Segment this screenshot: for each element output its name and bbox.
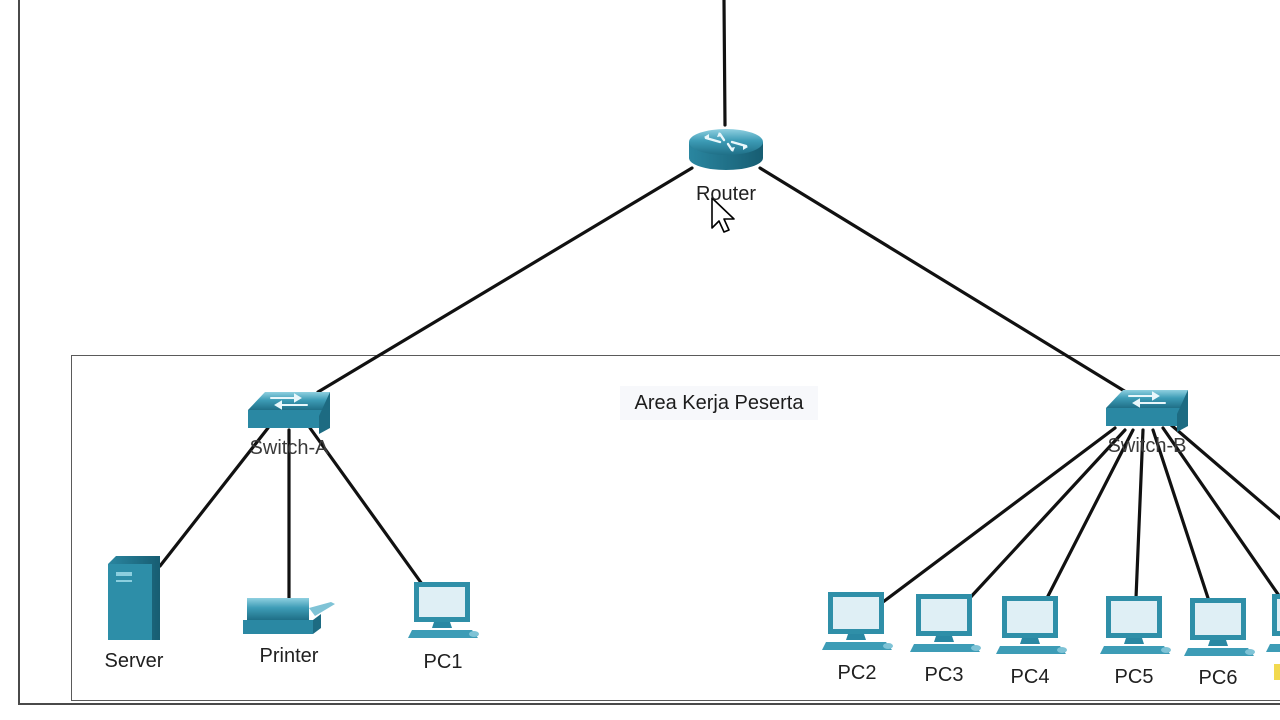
server-label: Server (104, 650, 164, 672)
link-switch-b-pc5[interactable] (1134, 428, 1145, 600)
link-router-switch-a[interactable] (316, 166, 694, 394)
pc5-label: PC5 (1114, 666, 1154, 688)
workspace-frame (18, 0, 1280, 705)
switch-b-label: Switch-B (1107, 435, 1187, 457)
router-icon[interactable] (689, 129, 763, 170)
area-label: Area Kerja Peserta (620, 386, 818, 420)
link-switch-b-offscreen-2[interactable] (1168, 422, 1280, 521)
router-label: Router (695, 183, 757, 205)
mouse-cursor-icon (711, 197, 735, 233)
link-switch-a-pc1[interactable] (308, 426, 424, 586)
link-uplink-router[interactable] (722, 0, 727, 127)
participant-work-area[interactable] (71, 355, 1280, 701)
link-router-switch-b[interactable] (758, 166, 1128, 394)
link-switch-b-pc3[interactable] (966, 428, 1127, 602)
pc4-label: PC4 (1010, 666, 1050, 688)
printer-icon[interactable] (243, 598, 335, 634)
link-switch-b-pc4[interactable] (1045, 428, 1135, 600)
printer-label: Printer (259, 645, 319, 667)
link-switch-b-pc6[interactable] (1151, 428, 1210, 600)
link-switch-a-server[interactable] (158, 426, 270, 568)
pc1-icon[interactable] (408, 582, 479, 638)
switch-b-icon[interactable] (1106, 390, 1188, 432)
pc-offscreen-icon[interactable] (1266, 594, 1280, 652)
pc6-icon[interactable] (1184, 598, 1255, 656)
link-switch-b-pc2[interactable] (881, 426, 1117, 604)
pc6-label: PC6 (1198, 667, 1238, 689)
pc2-label: PC2 (837, 662, 877, 684)
server-icon[interactable] (108, 556, 160, 640)
pc3-icon[interactable] (910, 594, 981, 652)
pc3-label: PC3 (924, 664, 964, 686)
pc1-label: PC1 (423, 651, 463, 673)
link-switch-b-offscreen-1[interactable] (1161, 426, 1280, 600)
offscreen-label-fragment (1274, 664, 1280, 680)
links (158, 0, 1280, 604)
switch-a-icon[interactable] (248, 392, 330, 434)
pc2-icon[interactable] (822, 592, 893, 650)
pc4-icon[interactable] (996, 596, 1067, 654)
pc5-icon[interactable] (1100, 596, 1171, 654)
switch-a-label: Switch-A (249, 437, 329, 459)
